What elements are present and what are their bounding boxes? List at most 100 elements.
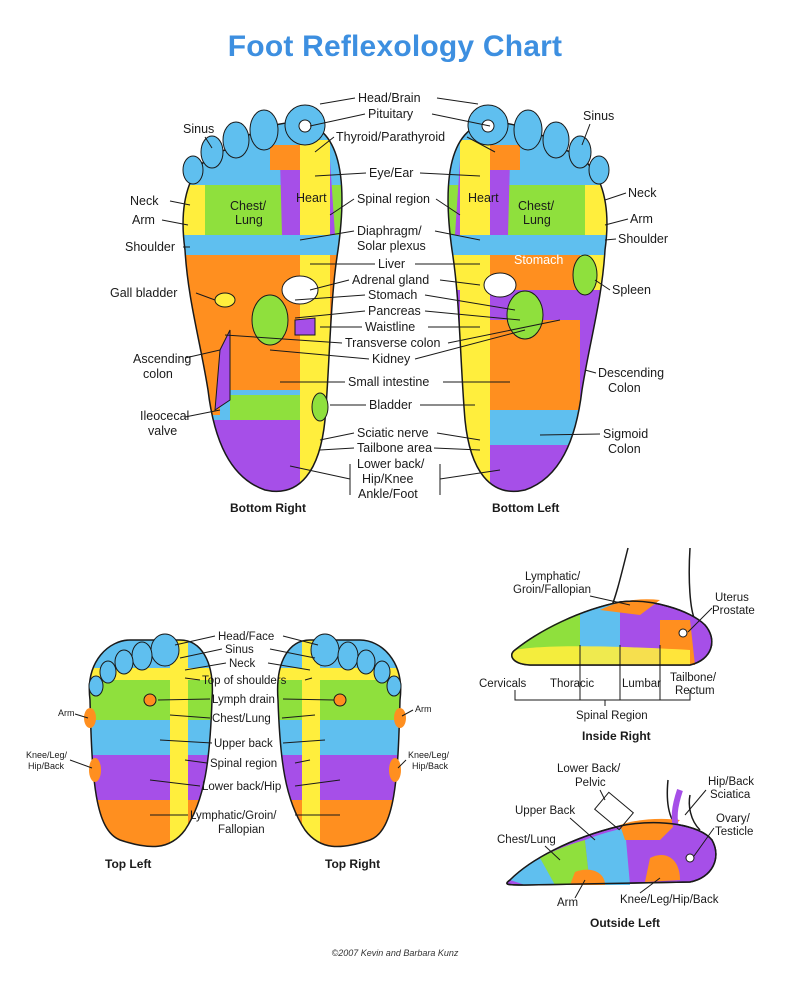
label-lower-back-pelvic: Lower Back/ [557,763,621,775]
label-pituitary: Pituitary [368,107,414,121]
label-kidney: Kidney [372,352,411,366]
label-spinal-region-inside: Spinal Region [576,710,648,722]
label-hip-back-outside: Hip/Back [708,776,754,788]
label-spinal-region: Spinal region [357,192,430,206]
label-top-shoulders: Top of shoulders [202,675,287,687]
label-arm-left: Arm [630,212,653,226]
label-sciatic: Sciatic nerve [357,426,429,440]
label-valve: valve [148,424,177,438]
label-lumbar: Lumbar [622,678,661,690]
label-arm-top-right: Arm [415,704,432,714]
copyright-credit: ©2007 Kevin and Barbara Kunz [331,948,459,958]
label-shoulder-left: Shoulder [618,232,668,246]
label-prostate: Prostate [712,605,755,617]
label-chest-lung-outside: Chest/Lung [497,834,556,846]
label-arm-right: Arm [132,213,155,227]
label-ascending: Ascending [133,352,191,366]
label-hip-knee: Hip/Knee [362,472,413,486]
label-lower-back: Lower back/ [357,457,425,471]
label-bladder: Bladder [369,398,412,412]
label-spleen: Spleen [612,283,651,297]
caption-outside-left: Outside Left [590,916,660,930]
label-lymphatic-groin: Lymphatic/Groin/ [190,810,277,822]
label-diaphragm: Diaphragm/ [357,224,422,238]
top-center-labels: Head/Face Sinus Neck Top of shoulders Ly… [26,631,450,836]
label-descending-colon: Colon [608,381,641,395]
zone-chest-left: Chest/ [518,199,555,213]
label-tailbone: Tailbone area [357,441,432,455]
label-lower-back-hip: Lower back/Hip [202,781,281,793]
label-knee-top-right: Knee/Leg/ [408,750,450,760]
label-ileocecal: Ileocecal [140,409,189,423]
label-thoracic: Thoracic [550,678,594,690]
label-spinal-region-top: Spinal region [210,758,277,770]
label-neck-top: Neck [229,658,255,670]
zone-heart-left: Heart [468,191,499,205]
label-testicle: Testicle [715,826,753,838]
label-ascending-colon: colon [143,367,173,381]
label-lymph-drain: Lymph drain [212,694,275,706]
label-rectum: Rectum [675,685,715,697]
label-descending: Descending [598,366,664,380]
label-sinus-top: Sinus [225,644,254,656]
label-hip-top-right: Hip/Back [412,761,449,771]
label-tailbone-inside: Tailbone/ [670,672,717,684]
label-upper-back-outside: Upper Back [515,805,575,817]
label-adrenal: Adrenal gland [352,273,429,287]
sole-center-labels: Head/Brain Pituitary Thyroid/Parathyroid… [224,91,561,501]
bottom-right-sole: Heart Chest/ Lung [182,104,343,493]
caption-bottom-right: Bottom Right [230,501,306,515]
inside-right-labels: Lymphatic/ Groin/Fallopian Uterus Prosta… [479,571,755,722]
label-lymphatic-inside: Lymphatic/ [525,571,581,583]
label-knee-top-left: Knee/Leg/ [26,750,68,760]
zone-stomach-left: Stomach [514,253,563,267]
label-stomach: Stomach [368,288,417,302]
top-right-foot [276,633,406,848]
inside-right-foot [511,547,713,706]
label-pancreas: Pancreas [368,304,421,318]
label-cervicals: Cervicals [479,678,527,690]
caption-top-right: Top Right [325,857,380,871]
label-sinus-left: Sinus [583,109,614,123]
label-fallopian: Fallopian [218,824,265,836]
label-solar-plexus: Solar plexus [357,239,426,253]
label-eye-ear: Eye/Ear [369,166,413,180]
label-waistline: Waistline [365,320,415,334]
caption-inside-right: Inside Right [582,729,651,743]
label-arm-outside: Arm [557,897,578,909]
label-sigmoid-colon: Colon [608,442,641,456]
label-transverse-colon: Transverse colon [345,336,440,350]
label-thyroid: Thyroid/Parathyroid [336,130,445,144]
label-pelvic: Pelvic [575,777,606,789]
outside-left-labels: Lower Back/ Pelvic Hip/Back Sciatica Upp… [497,763,754,909]
label-upper-back: Upper back [214,738,273,750]
label-chest-lung-top: Chest/Lung [212,713,271,725]
label-head-face: Head/Face [218,631,274,643]
label-gall-bladder: Gall bladder [110,286,177,300]
zone-lung-right: Lung [235,213,263,227]
label-small-intestine: Small intestine [348,375,429,389]
label-neck-right: Neck [130,194,159,208]
caption-bottom-left: Bottom Left [492,501,559,515]
zone-heart-right: Heart [296,191,327,205]
label-sciatica: Sciatica [710,789,751,801]
label-hip-top-left: Hip/Back [28,761,65,771]
label-sigmoid: Sigmoid [603,427,648,441]
label-ovary: Ovary/ [716,813,751,825]
label-ankle-foot: Ankle/Foot [358,487,418,501]
label-shoulder-right: Shoulder [125,240,175,254]
outside-left-foot [506,779,717,886]
label-sinus-right: Sinus [183,122,214,136]
caption-top-left: Top Left [105,857,151,871]
zone-chest-right: Chest/ [230,199,267,213]
label-groin-inside: Groin/Fallopian [513,584,591,596]
sole-side-labels: Sinus Neck Arm Shoulder Gall bladder Asc… [110,109,668,456]
label-knee-outside: Knee/Leg/Hip/Back [620,894,719,906]
label-head-brain: Head/Brain [358,91,421,105]
label-uterus: Uterus [715,592,749,604]
label-liver: Liver [378,257,405,271]
chart-title: Foot Reflexology Chart [227,30,563,63]
label-arm-top-left: Arm [58,708,75,718]
label-neck-left: Neck [628,186,657,200]
